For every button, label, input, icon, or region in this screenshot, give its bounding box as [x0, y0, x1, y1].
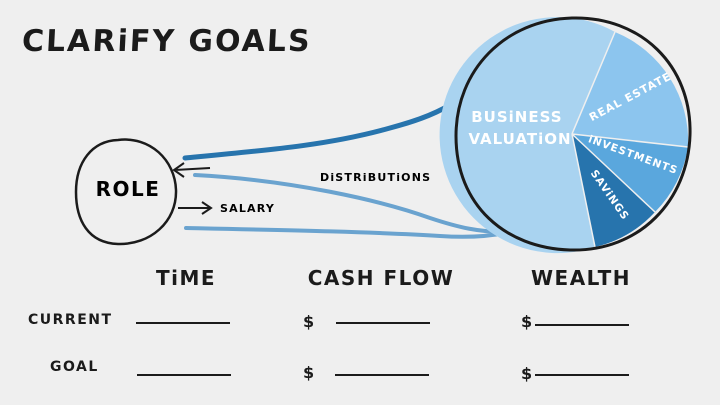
current-wealth-blank[interactable] — [535, 324, 629, 326]
goal-wealth-blank[interactable] — [535, 374, 629, 376]
current-wealth-currency: $ — [521, 312, 533, 331]
distributions-flow-line — [193, 173, 507, 234]
pie-slice-real-estate — [572, 32, 689, 147]
business-flow-line — [182, 97, 461, 161]
pie-slice-business — [439, 17, 615, 254]
column-header-cash-flow: CASH FLOW — [307, 266, 455, 290]
row-label-goal: GOAL — [50, 359, 99, 375]
goal-cash-currency: $ — [303, 363, 315, 382]
pie-slice-investments — [572, 134, 688, 212]
role-label: ROLE — [96, 177, 161, 201]
salary-flow-line — [184, 226, 507, 239]
pie-label-business-line1: BUSiNESS — [471, 108, 562, 126]
pie-outline — [454, 16, 692, 252]
pie-label-business-line2: VALUATiON — [468, 130, 571, 148]
goal-time-blank[interactable] — [137, 374, 231, 376]
role-circle — [74, 138, 178, 246]
distributions-label: DiSTRiBUTiONS — [320, 171, 431, 184]
column-header-wealth: WEALTH — [530, 266, 631, 290]
row-label-current: CURRENT — [28, 312, 113, 328]
column-header-time: TiME — [155, 266, 217, 290]
current-time-blank[interactable] — [136, 322, 230, 324]
salary-arrow — [178, 201, 213, 215]
goal-wealth-currency: $ — [521, 364, 533, 383]
pie-slice-savings — [572, 134, 655, 247]
pie-label-business: BUSiNESS VALUATiON — [468, 108, 571, 148]
pie-slice-dividers — [571, 31, 689, 248]
goal-cash-flow-blank[interactable] — [335, 374, 429, 376]
wealth-pie — [439, 16, 692, 254]
salary-label: SALARY — [220, 202, 275, 215]
current-cash-flow-blank[interactable] — [336, 322, 430, 324]
current-cash-currency: $ — [303, 312, 315, 331]
inbound-arrow — [172, 162, 211, 178]
